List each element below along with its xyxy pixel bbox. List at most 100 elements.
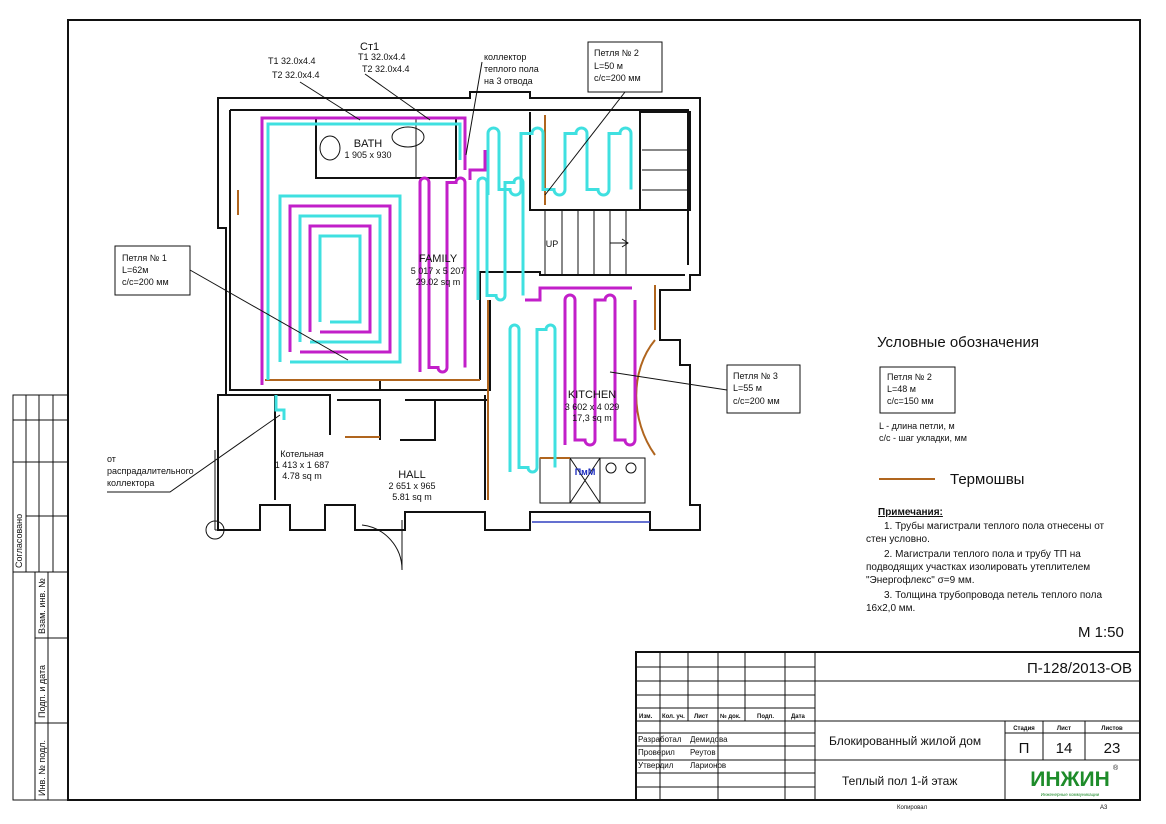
room-boiler-name: Котельная (280, 449, 324, 459)
svg-text:16x2,0 мм.: 16x2,0 мм. (866, 603, 915, 614)
room-hall-name: HALL (398, 469, 426, 481)
sheets-value: 23 (1104, 740, 1121, 757)
supply-main-pipe (260, 116, 467, 385)
loop-3-supply-pipe (508, 323, 557, 474)
svg-text:с/с=200 мм: с/с=200 мм (733, 396, 780, 406)
from-collector-1: от (107, 454, 116, 464)
riser-st1-title: Ст1 (360, 41, 379, 53)
family-pipe-connector (468, 150, 487, 180)
svg-text:Термошвы: Термошвы (950, 471, 1024, 488)
svg-text:L=62м: L=62м (122, 265, 148, 275)
notes: Примечания: 1. Трубы магистрали теплого … (866, 507, 1105, 614)
room-boiler-dims: 1 413 x 1 687 (275, 460, 330, 470)
svg-text:Листов: Листов (1101, 726, 1123, 732)
svg-text:Дата: Дата (791, 714, 806, 720)
loop-1-pipe-ring (288, 204, 392, 354)
svg-text:Проверил: Проверил (638, 748, 675, 757)
svg-text:Петля № 3: Петля № 3 (733, 371, 778, 381)
scale-label: М 1:50 (1078, 624, 1124, 641)
svg-text:Лист: Лист (694, 714, 708, 720)
room-family-dims: 5 017 x 5 207 (411, 266, 466, 276)
room-hall-dims: 2 651 x 965 (388, 481, 435, 491)
loop-3-return-pipe (563, 293, 637, 447)
kitchen-pipe-connector (525, 286, 632, 302)
svg-text:с/с=150 мм: с/с=150 мм (887, 396, 934, 406)
loop-1-pipe-ring (278, 194, 402, 364)
room-boiler-area: 4.78 sq m (282, 471, 322, 481)
svg-text:Лист: Лист (1057, 726, 1071, 732)
stage-value: П (1019, 740, 1030, 757)
svg-text:3. Толщина трубопровода петель: 3. Толщина трубопровода петель теплого п… (884, 589, 1102, 601)
from-collector-2: распрадалительного (107, 466, 194, 476)
heating-loops (260, 116, 637, 474)
svg-text:1. Трубы магистрали теплого по: 1. Трубы магистрали теплого пола отнесен… (884, 520, 1105, 532)
loop-1-pipe-ring (308, 224, 372, 334)
svg-text:Ларионов: Ларионов (690, 761, 726, 770)
svg-text:подводящих участках изолироват: подводящих участках изолировать утеплите… (866, 562, 1090, 573)
collector-line-2: теплого пола (484, 64, 539, 74)
loop-2-pipe (486, 126, 633, 197)
svg-text:Подп.: Подп. (757, 714, 774, 720)
riser-st1-t2: T2 32.0x4.4 (362, 64, 410, 74)
loop-3-tag: Петля № 3 L=55 м с/с=200 мм (726, 364, 801, 414)
family-pipe-loop-2 (476, 176, 525, 302)
return-main-pipe (266, 122, 462, 380)
loop-2-tag: Петля № 2 L=50 м с/с=200 мм (587, 41, 663, 93)
riser-st1-t1: T1 32.0x4.4 (358, 52, 406, 62)
copied-label: Копировал (897, 805, 928, 811)
svg-text:Петля № 1: Петля № 1 (122, 253, 167, 263)
thermal-joints (237, 115, 656, 500)
drawing-code: П-128/2013-ОВ (1027, 660, 1132, 677)
sign-date-label: Подп. и дата (37, 665, 47, 718)
svg-text:Реутов: Реутов (690, 748, 716, 757)
inv-replace-label: Взам. инв. № (37, 578, 47, 634)
leader-lines (107, 61, 728, 531)
stairs-up-label: UP (546, 239, 559, 249)
svg-text:2. Магистрали теплого пола и т: 2. Магистрали теплого пола и трубу ТП на (884, 548, 1081, 560)
svg-text:L=48 м: L=48 м (887, 384, 916, 394)
sheet-title: Теплый пол 1-й этаж (842, 774, 957, 788)
svg-text:Инженерные коммуникации: Инженерные коммуникации (1041, 792, 1100, 797)
room-bath-name: BATH (354, 138, 383, 150)
svg-text:Демидова: Демидова (690, 735, 728, 744)
sheet-value: 14 (1056, 740, 1073, 757)
collector-line-3: на 3 отвода (484, 76, 533, 86)
room-hall-area: 5.81 sq m (392, 492, 432, 502)
svg-text:L - длина петли, м: L - длина петли, м (879, 421, 955, 431)
svg-text:L=55 м: L=55 м (733, 383, 762, 393)
svg-text:"Энергофлекс" σ=9 мм.: "Энергофлекс" σ=9 мм. (866, 574, 974, 586)
project-name: Блокированный жилой дом (829, 734, 981, 748)
from-collector-3: коллектора (107, 478, 154, 488)
riser-left-t2: T2 32.0x4.4 (272, 70, 320, 80)
svg-text:с/с - шаг укладки, мм: с/с - шаг укладки, мм (879, 433, 967, 443)
title-block: П-128/2013-ОВ Изм. Кол. уч. Лист № док. … (635, 651, 1141, 811)
svg-text:Утвердил: Утвердил (638, 761, 674, 770)
svg-text:Примечания:: Примечания: (878, 507, 943, 518)
room-kitchen-dims: 3 602 x 4 029 (565, 402, 620, 412)
svg-text:ИНЖИН: ИНЖИН (1030, 768, 1110, 791)
legend: Условные обозначения Петля № 2 L=48 м с/… (877, 334, 1039, 488)
room-family-name: FAMILY (419, 253, 458, 265)
format-label: А3 (1100, 805, 1108, 811)
loop-1-pipe-ring (318, 234, 362, 324)
room-kitchen-name: KITCHEN (568, 389, 616, 401)
svg-text:с/с=200 мм: с/с=200 мм (122, 277, 169, 287)
svg-text:Петля № 2: Петля № 2 (887, 372, 932, 382)
svg-text:L=50 м: L=50 м (594, 61, 623, 71)
svg-text:№ док.: № док. (720, 713, 741, 720)
loop-1-tag: Петля № 1 L=62м с/с=200 мм (114, 245, 191, 296)
agreed-label: Согласовано (14, 514, 24, 568)
company-logo: ИНЖИН Инженерные коммуникации ® (1030, 764, 1119, 797)
svg-text:Изм.: Изм. (639, 714, 653, 720)
riser-left-t1: T1 32.0x4.4 (268, 56, 316, 66)
side-stamp: Согласовано Взам. инв. № Подп. и дата Ин… (12, 394, 69, 801)
legend-title: Условные обозначения (877, 334, 1039, 351)
svg-text:Стадия: Стадия (1013, 726, 1035, 732)
svg-text:®: ® (1113, 764, 1119, 772)
room-family-area: 29.02 sq m (416, 277, 461, 287)
svg-text:с/с=200 мм: с/с=200 мм (594, 73, 641, 83)
svg-text:стен условно.: стен условно. (866, 534, 930, 545)
riser-marker (205, 520, 225, 540)
loop-1-pipe-ring (298, 214, 382, 344)
